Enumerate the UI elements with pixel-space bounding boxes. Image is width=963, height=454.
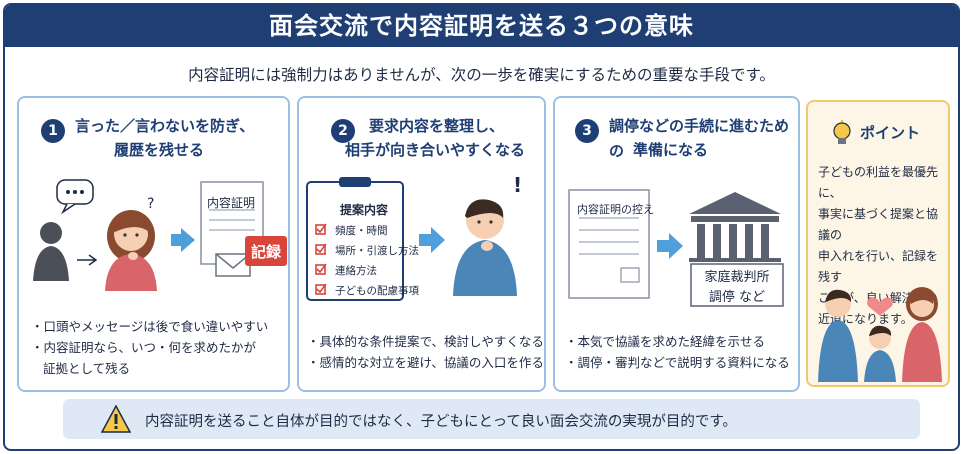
courthouse-icon bbox=[689, 192, 781, 262]
checklist: 頻度・時間 場所・引渡し方法 連絡方法 子どもの配慮事項 bbox=[335, 221, 419, 301]
card-1-illustration: ? bbox=[33, 179, 287, 291]
card-3-doc-label: 内容証明の控え bbox=[577, 203, 654, 216]
card-2-title-line-2: 相手が向き合いやすくなる bbox=[345, 141, 526, 159]
court-label-box bbox=[690, 263, 784, 307]
infographic-frame: 面会交流で内容証明を送る３つの意味 内容証明には強制力はありませんが、次の一歩を… bbox=[3, 3, 960, 451]
family-illustration bbox=[818, 287, 942, 382]
warning-banner: 内容証明を送ること自体が目的ではなく、子どもにとって良い面会交流の実現が目的です… bbox=[63, 399, 920, 439]
card-2-bullets: ・具体的な条件提案で、検討しやすくなる ・感情的な対立を避け、協議の入口を作る bbox=[307, 331, 544, 373]
bullet-item: ・口頭やメッセージは後で食い違いやすい bbox=[31, 319, 269, 334]
question-mark-icon: ? bbox=[147, 196, 154, 212]
checkbox-icon bbox=[315, 223, 327, 295]
card-3-title-line-1: 調停などの手続に進むための bbox=[609, 117, 790, 160]
card-1-number: 1 bbox=[41, 119, 65, 143]
card-3-bullets: ・本気で協議を求めた経緯を示せる ・調停・審判などで説明する資料になる bbox=[565, 331, 790, 373]
mother-icon bbox=[902, 287, 942, 382]
card-3-illustration bbox=[568, 189, 784, 307]
bullet-item: ・調停・審判などで説明する資料になる bbox=[565, 355, 790, 370]
card-1-bullets: ・口頭やメッセージは後で食い違いやすい ・内容証明なら、いつ・何を求めたかが 証… bbox=[31, 316, 268, 379]
card-3: 3 調停などの手続に進むための 準備になる 内容証明の控 bbox=[553, 96, 800, 392]
point-card: ポイント 子どもの利益を最優先に、 事実に基づく提案と協議の 申入れを行い、記録… bbox=[806, 100, 950, 387]
exclamation-icon: ! bbox=[513, 174, 522, 197]
point-title: ポイント bbox=[860, 124, 921, 142]
record-stamp-label: 記録 bbox=[250, 243, 281, 261]
document-copy-icon bbox=[568, 189, 650, 299]
card-3-number: 3 bbox=[575, 119, 599, 143]
heart-icon bbox=[867, 297, 893, 316]
silhouette-person-icon bbox=[33, 222, 69, 281]
clipboard-icon bbox=[306, 177, 404, 301]
thinking-woman-icon bbox=[105, 210, 157, 291]
card-2-title-line-1: 要求内容を整理し、 bbox=[369, 117, 505, 135]
bullet-item: ・具体的な条件提案で、検討しやすくなる bbox=[307, 334, 544, 349]
subtitle: 内容証明には強制力はありませんが、次の一歩を確実にするための重要な手段です。 bbox=[188, 66, 775, 84]
card-3-title-line-2: 準備になる bbox=[633, 141, 709, 159]
thinking-man-icon bbox=[453, 199, 517, 296]
checklist-item: 場所・引渡し方法 bbox=[335, 245, 419, 257]
child-icon bbox=[864, 325, 896, 382]
card-1-title-line-2: 履歴を残せる bbox=[114, 141, 205, 159]
small-arrow-icon bbox=[77, 254, 98, 266]
card-2-number: 2 bbox=[331, 119, 355, 143]
clipboard-title: 提案内容 bbox=[339, 203, 388, 217]
svg-text:?: ? bbox=[147, 196, 154, 212]
card-2: 2 要求内容を整理し、 相手が向き合いやすくなる ! bbox=[297, 96, 546, 392]
record-stamp bbox=[245, 236, 287, 266]
bullet-item: ・感情的な対立を避け、協議の入口を作る bbox=[307, 355, 544, 370]
card-1-title-line-1: 言った／言わないを防ぎ、 bbox=[75, 117, 255, 135]
card-2-illustration: ! bbox=[306, 174, 522, 301]
arrow-icon bbox=[657, 233, 683, 259]
bullet-item: 証拠として残る bbox=[43, 361, 131, 376]
bullet-item: ・本気で協議を求めた経緯を示せる bbox=[565, 334, 766, 349]
father-icon bbox=[818, 289, 858, 382]
lightbulb-icon bbox=[833, 120, 851, 144]
speech-bubble-icon bbox=[56, 179, 94, 215]
checklist-item: 連絡方法 bbox=[335, 265, 377, 277]
page-title: 面会交流で内容証明を送る３つの意味 bbox=[5, 5, 958, 47]
arrow-icon bbox=[171, 228, 195, 252]
warning-text: 内容証明を送ること自体が目的ではなく、子どもにとって良い面会交流の実現が目的です… bbox=[145, 414, 737, 430]
card-1-doc-label: 内容証明 bbox=[207, 196, 256, 210]
svg-text:!: ! bbox=[513, 174, 522, 197]
arrow-icon bbox=[419, 227, 445, 253]
checklist-item: 子どもの配慮事項 bbox=[335, 285, 419, 297]
checklist-item: 頻度・時間 bbox=[335, 225, 388, 237]
bullet-item: ・内容証明なら、いつ・何を求めたかが bbox=[31, 340, 257, 355]
court-label: 家庭裁判所 調停 など bbox=[704, 270, 770, 305]
card-1: 1 言った／言わないを防ぎ、 履歴を残せる ? bbox=[17, 96, 290, 392]
warning-icon bbox=[101, 405, 131, 433]
